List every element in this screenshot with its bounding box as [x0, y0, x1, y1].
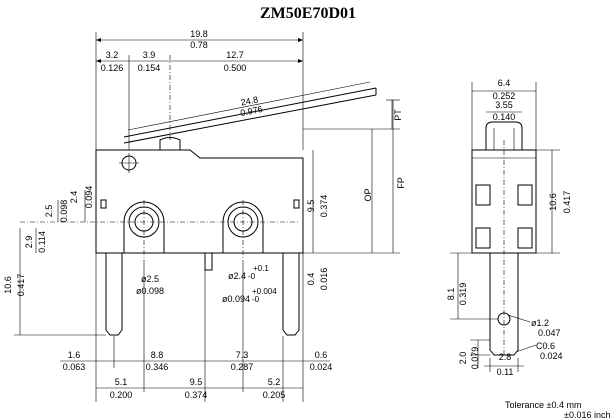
marker-pt: PT: [393, 109, 403, 121]
dim-lever-mm: 24.8: [240, 94, 259, 107]
dim-b3-in: 0.287: [231, 362, 254, 372]
drawing-title: ZM50E70D01: [260, 5, 356, 22]
dim-b3-mm: 7.3: [236, 350, 249, 360]
hole2-in-tol-minus: -0: [252, 295, 260, 304]
dim-h1-mm: 2.5: [44, 205, 54, 218]
tolerance-in: ±0.016 inch: [564, 410, 610, 419]
hole2-in: ø0.094: [222, 294, 250, 304]
tolerance-mm: Tolerance ±0.4 mm: [505, 400, 581, 410]
dim-b1-mm: 1.6: [68, 350, 81, 360]
hole1-in: ø0.098: [136, 286, 164, 296]
side-ch-mm: C0.6: [536, 341, 555, 351]
dim-h6-mm: 0.4: [306, 273, 316, 286]
marker-fp: FP: [396, 177, 406, 189]
dim-c1-mm: 5.1: [115, 377, 128, 387]
dim-b4-mm: 0.6: [315, 350, 328, 360]
dim-c3-mm: 5.2: [268, 377, 281, 387]
dim-d1-in: 0.126: [101, 63, 124, 73]
dim-h2-in: 0.094: [84, 186, 94, 209]
dim-h3-mm: 2.9: [24, 236, 34, 249]
side-hole-mm: ø1.2: [531, 318, 549, 328]
dim-d2-in: 0.154: [138, 63, 161, 73]
hole2-mm: ø2.4: [228, 271, 246, 281]
side-ch-in: 0.024: [540, 351, 563, 361]
side-w2-mm: 3.55: [495, 100, 513, 110]
dim-h3-in: 0.114: [37, 231, 47, 253]
side-w-mm: 6.4: [498, 78, 511, 88]
dim-h5-in: 0.374: [319, 195, 329, 218]
dim-h4-mm: 10.6: [3, 276, 13, 294]
side-w-in: 0.252: [493, 91, 516, 101]
dim-c2-in: 0.374: [185, 390, 208, 400]
dim-d1-mm: 3.2: [106, 50, 119, 60]
dim-d3-in: 0.500: [224, 63, 247, 73]
side-b-mm: 2.0: [458, 352, 468, 365]
hole1-mm: ø2.5: [141, 274, 159, 284]
side-b-in: 0.079: [470, 347, 480, 370]
dim-lever-in: 0.976: [239, 104, 263, 118]
side-view: 6.4 0.252 3.55 0.140 10.6 0.417 8.1 0.31…: [446, 78, 572, 377]
side-tw-in: 0.11: [497, 367, 514, 377]
side-tw-mm: 2.8: [499, 352, 512, 362]
dim-overall-in: 0.78: [190, 40, 208, 50]
dim-h5-mm: 9.5: [306, 200, 316, 213]
dim-c2-mm: 9.5: [190, 377, 203, 387]
dim-d2-mm: 3.9: [143, 50, 156, 60]
marker-op: OP: [363, 188, 373, 201]
dim-b2-in: 0.346: [146, 362, 169, 372]
dim-d3-mm: 12.7: [226, 50, 244, 60]
dim-b1-in: 0.063: [63, 362, 86, 372]
dim-b4-in: 0.024: [310, 362, 333, 372]
side-w2-in: 0.140: [493, 112, 516, 122]
side-t-mm: 8.1: [446, 288, 456, 301]
hole2-tol-minus: -0: [248, 272, 256, 281]
dim-b2-mm: 8.8: [151, 350, 164, 360]
dim-h6-in: 0.016: [319, 268, 329, 291]
side-h-mm: 10.6: [548, 193, 558, 211]
dim-c3-in: 0.205: [263, 390, 286, 400]
side-h-in: 0.417: [562, 191, 572, 214]
hole2-in-tol-plus: +0.004: [252, 287, 277, 296]
dim-h2-mm: 2.4: [69, 191, 79, 204]
side-hole-in: 0.047: [538, 328, 561, 338]
hole2-tol-plus: +0.1: [253, 264, 269, 273]
dim-overall-mm: 19.8: [190, 29, 208, 39]
side-t-in: 0.319: [458, 283, 468, 306]
dim-h1-in: 0.098: [59, 200, 69, 223]
front-view: 19.8 0.78 3.2 0.126 3.9 0.154 12.7 0.500…: [3, 29, 406, 402]
dim-h4-in: 0.417: [16, 274, 26, 297]
dim-c1-in: 0.200: [110, 390, 133, 400]
